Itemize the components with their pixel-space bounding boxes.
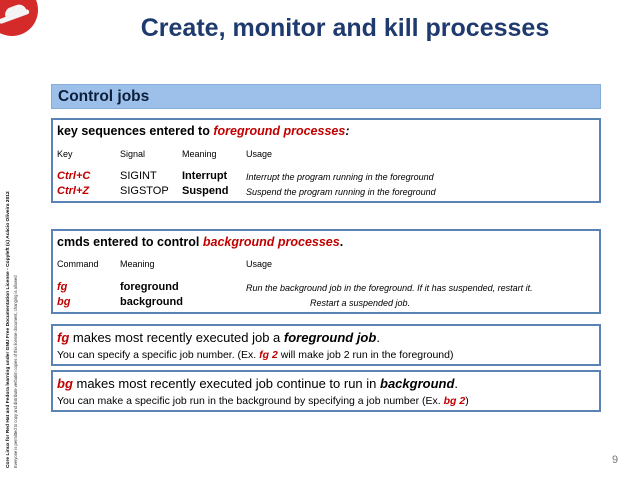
bg-line-1: bg makes most recently executed job cont… bbox=[57, 376, 458, 391]
box1-heading: key sequences entered to foreground proc… bbox=[57, 124, 349, 138]
row2-key: Ctrl+Z bbox=[57, 185, 90, 197]
row1-meaning: Interrupt bbox=[182, 170, 228, 182]
header-usage: Usage bbox=[246, 259, 273, 269]
redhat-logo bbox=[0, 0, 38, 36]
key-sequences-box: key sequences entered to foreground proc… bbox=[51, 118, 601, 203]
header-signal: Signal bbox=[120, 149, 146, 159]
section-title: Control jobs bbox=[58, 88, 150, 105]
license-line-2: Everyone is permitted to copy and distri… bbox=[13, 275, 18, 468]
row2-usage: Restart a suspended job. bbox=[310, 298, 411, 308]
row1-command: fg bbox=[57, 281, 68, 293]
bg-line1-end: . bbox=[454, 376, 459, 391]
fg-line-2: You can specify a specific job number. (… bbox=[57, 349, 454, 361]
bg-line2-example: bg 2 bbox=[443, 395, 466, 407]
license-line-1: Core Linux for Red Hat and Fedora learni… bbox=[6, 191, 11, 468]
row2-signal: SIGSTOP bbox=[120, 185, 169, 197]
row1-signal: SIGINT bbox=[120, 170, 157, 182]
page-number: 9 bbox=[612, 454, 619, 466]
row2-command: bg bbox=[57, 296, 71, 308]
bg-line2-prefix: You can make a specific job run in the b… bbox=[57, 395, 444, 407]
bg-info-box: bg makes most recently executed job cont… bbox=[51, 370, 601, 412]
bg-cmd: bg bbox=[57, 376, 73, 391]
header-key: Key bbox=[57, 149, 73, 159]
box2-heading-suffix: . bbox=[339, 235, 344, 249]
box2-heading-emphasis: background processes bbox=[202, 235, 340, 249]
row2-meaning: Suspend bbox=[182, 185, 229, 197]
row1-meaning: foreground bbox=[120, 281, 179, 293]
fg-line1-mid: makes most recently executed job a bbox=[69, 330, 284, 345]
header-command: Command bbox=[57, 259, 99, 269]
header-meaning: Meaning bbox=[120, 259, 155, 269]
section-bar: Control jobs bbox=[51, 84, 601, 109]
fg-info-box: fg makes most recently executed job a fo… bbox=[51, 324, 601, 366]
fg-line1-emphasis: foreground job bbox=[283, 330, 377, 345]
box1-heading-prefix: key sequences entered to bbox=[57, 124, 214, 138]
page-title: Create, monitor and kill processes bbox=[140, 14, 550, 42]
background-cmds-box: cmds entered to control background proce… bbox=[51, 229, 601, 314]
license-sidebar: Core Linux for Red Hat and Fedora learni… bbox=[2, 150, 32, 470]
fg-line-1: fg makes most recently executed job a fo… bbox=[57, 330, 380, 345]
box1-heading-suffix: : bbox=[345, 124, 350, 138]
row1-key: Ctrl+C bbox=[57, 170, 91, 182]
row1-usage: Run the background job in the foreground… bbox=[246, 283, 533, 293]
box2-heading: cmds entered to control background proce… bbox=[57, 235, 343, 249]
bg-line-2: You can make a specific job run in the b… bbox=[57, 395, 469, 407]
header-usage: Usage bbox=[246, 149, 273, 159]
row1-usage: Interrupt the program running in the for… bbox=[246, 172, 434, 182]
fg-line2-suffix: will make job 2 run in the foreground) bbox=[277, 349, 454, 361]
bg-line1-mid: makes most recently executed job continu… bbox=[72, 376, 380, 391]
bg-line2-suffix: ) bbox=[465, 395, 469, 407]
fg-cmd: fg bbox=[57, 330, 70, 345]
box1-heading-emphasis: foreground processes bbox=[213, 124, 346, 138]
fg-line2-prefix: You can specify a specific job number. (… bbox=[57, 349, 260, 361]
row2-meaning: background bbox=[120, 296, 183, 308]
fg-line2-example: fg 2 bbox=[259, 349, 278, 361]
header-meaning: Meaning bbox=[182, 149, 217, 159]
bg-line1-emphasis: background bbox=[380, 376, 455, 391]
fg-line1-end: . bbox=[376, 330, 380, 345]
row2-usage: Suspend the program running in the foreg… bbox=[246, 187, 436, 197]
box2-heading-prefix: cmds entered to control bbox=[57, 235, 203, 249]
